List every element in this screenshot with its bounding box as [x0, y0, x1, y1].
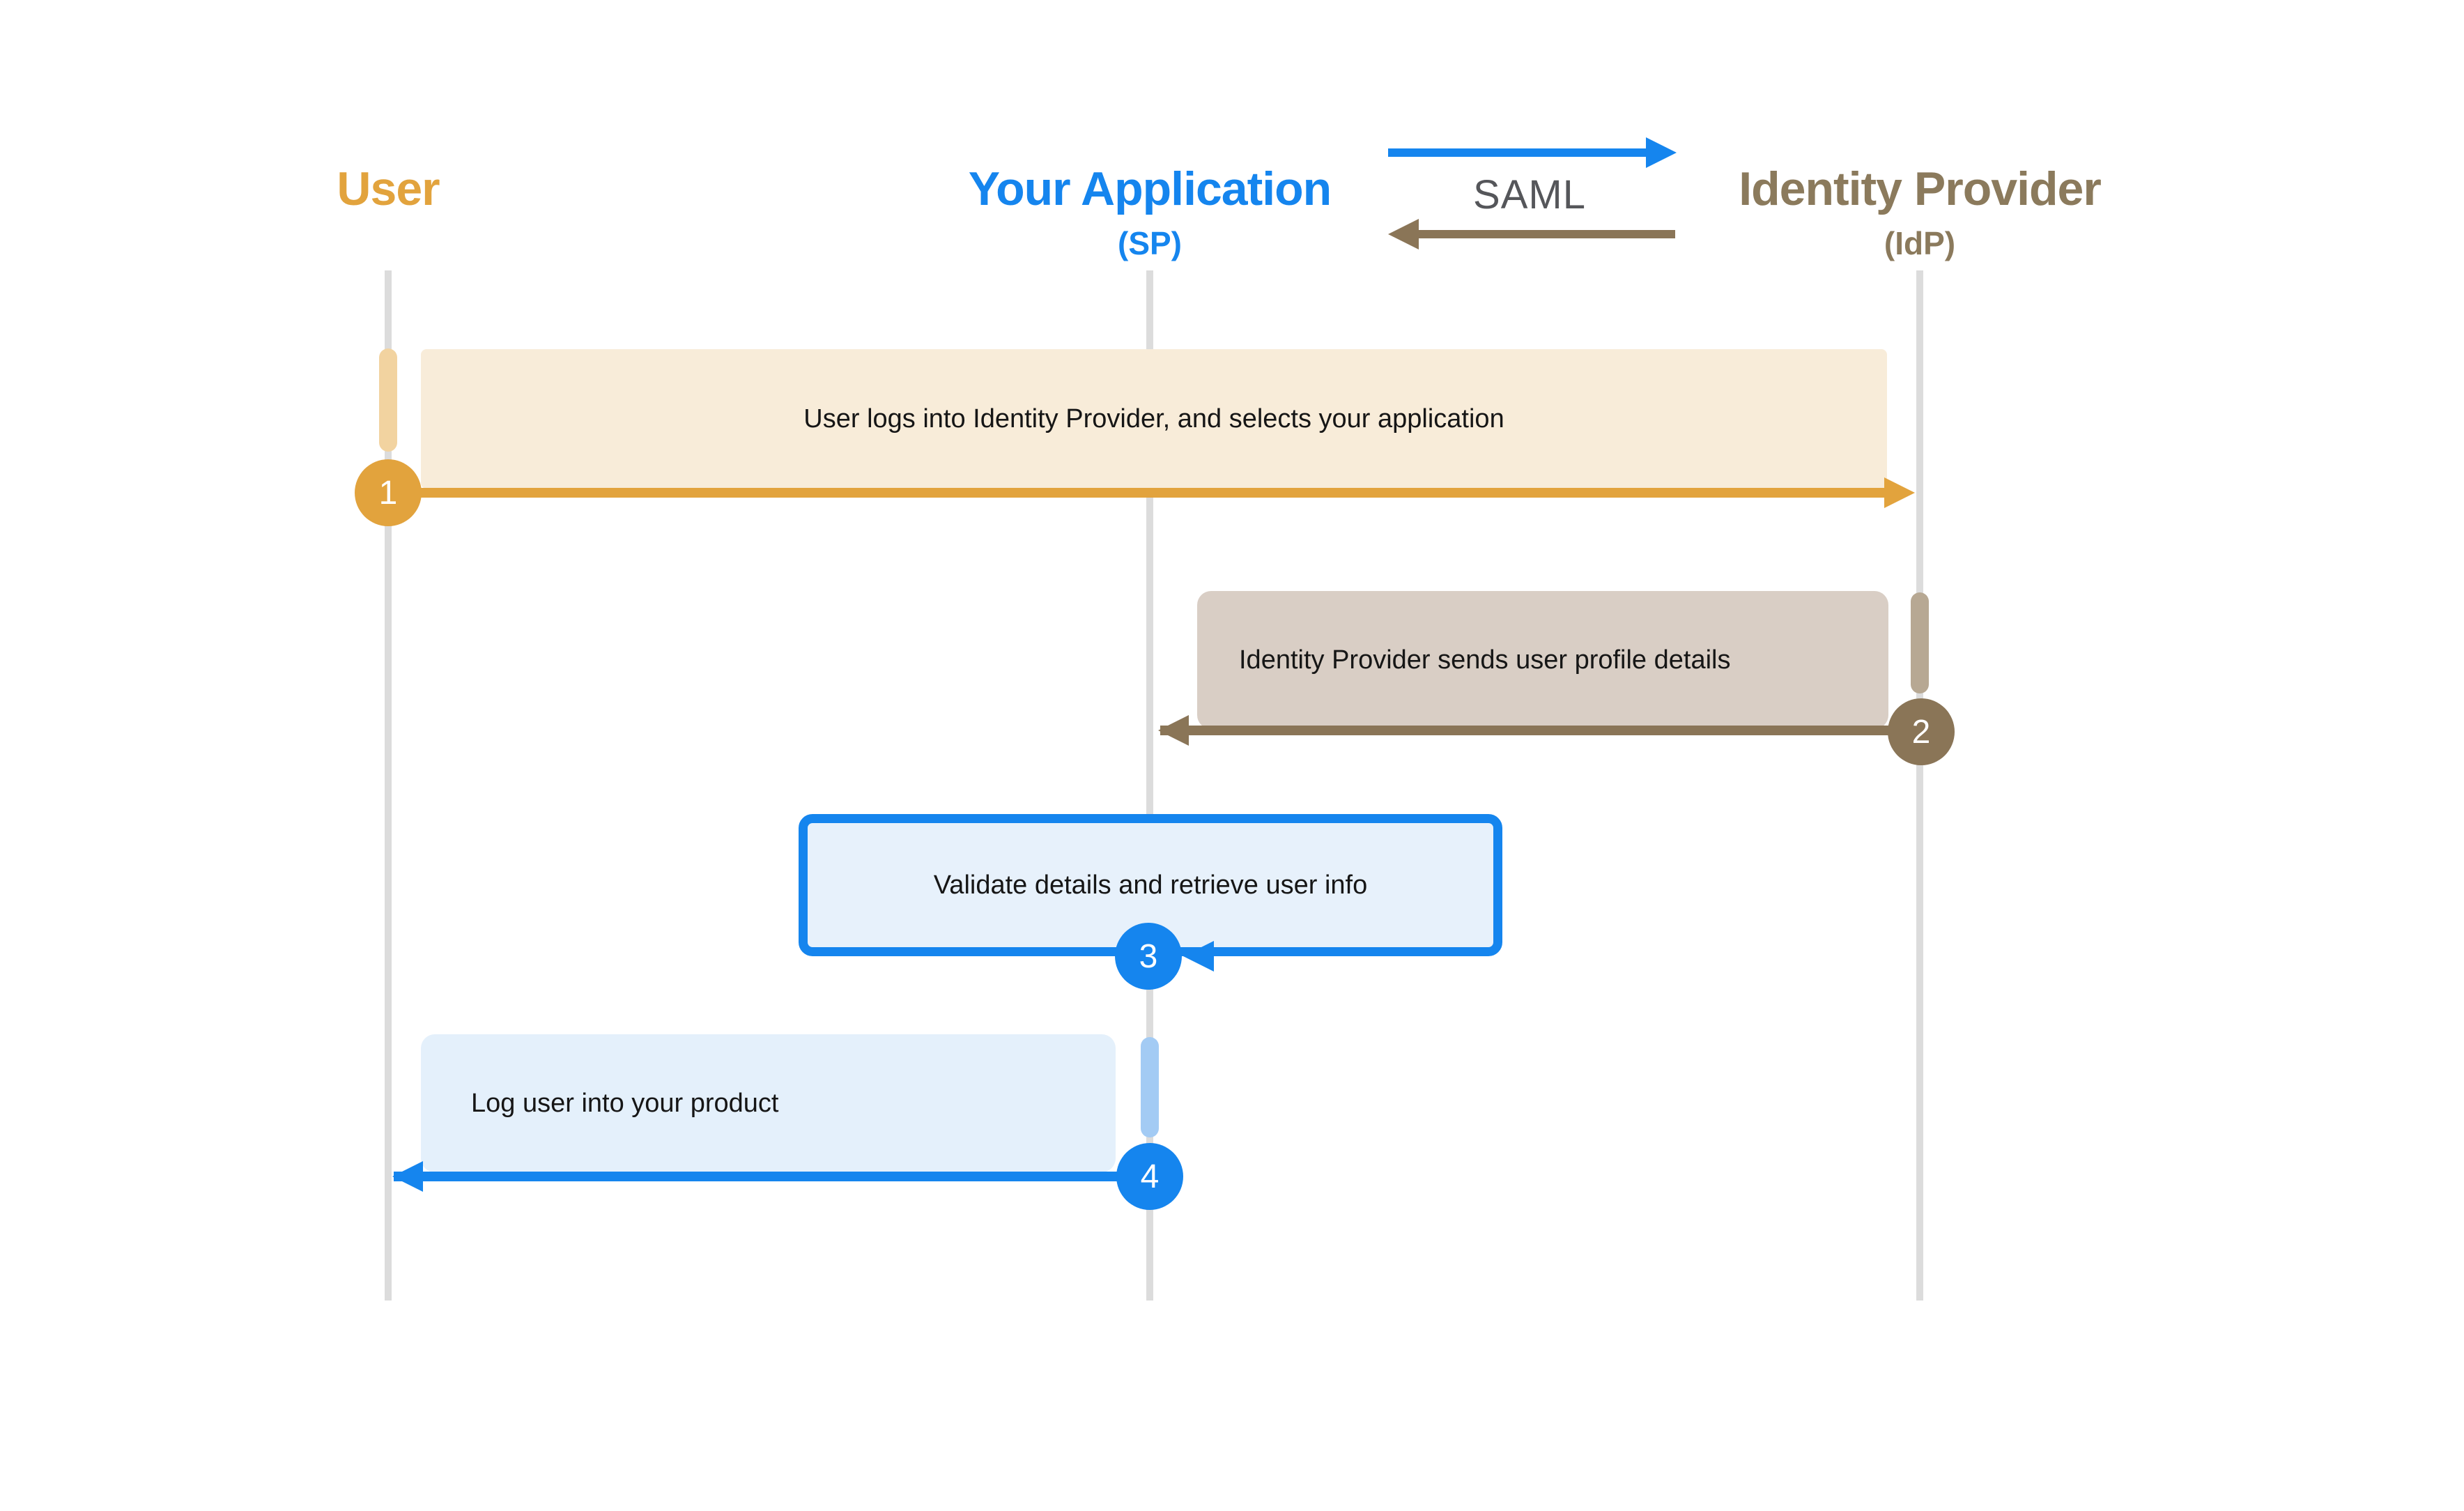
arrowhead-left-step-2-icon: [1158, 715, 1189, 746]
saml-label: SAML: [1473, 172, 1586, 217]
arrow-line-step-2: [1160, 726, 1920, 735]
step-number-3: 3: [1139, 937, 1158, 975]
arrow-line-step-4: [394, 1172, 1150, 1181]
activation-bar-your-application: [1141, 1037, 1159, 1137]
message-text-step-2: Identity Provider sends user profile det…: [1239, 645, 1731, 675]
arrow-line-step-1: [388, 488, 1886, 498]
message-text-step-3: Validate details and retrieve user info: [933, 870, 1368, 900]
message-box-step-1: User logs into Identity Provider, and se…: [421, 349, 1887, 489]
message-text-step-1: User logs into Identity Provider, and se…: [803, 404, 1504, 434]
step-number-1: 1: [378, 474, 398, 512]
message-box-step-4: Log user into your product: [421, 1034, 1116, 1172]
saml-right-arrowhead-icon: [1646, 137, 1677, 168]
message-box-step-2: Identity Provider sends user profile det…: [1197, 591, 1888, 729]
activation-bar-user: [379, 348, 397, 452]
arrowhead-left-step-3-icon: [1183, 941, 1214, 972]
arrowhead-left-step-4-icon: [392, 1161, 423, 1192]
step-circle-3: 3: [1115, 923, 1182, 990]
step-circle-1: 1: [355, 459, 422, 526]
arrowhead-right-step-1-icon: [1884, 477, 1915, 508]
actor-title-user: User: [337, 162, 440, 215]
message-text-step-4: Log user into your product: [471, 1088, 779, 1118]
actor-title-your-application: Your Application: [968, 162, 1332, 215]
actor-title-identity-provider: Identity Provider: [1739, 162, 2102, 215]
step-number-4: 4: [1140, 1158, 1160, 1195]
saml-right-arrow-line: [1388, 148, 1647, 157]
lifeline-your-application: [1146, 270, 1153, 1301]
lifeline-user: [385, 270, 392, 1301]
step-circle-4: 4: [1116, 1143, 1183, 1210]
actor-subtitle-idp: (IdP): [1884, 225, 1956, 261]
saml-left-arrowhead-icon: [1388, 219, 1419, 250]
lifeline-identity-provider: [1916, 270, 1923, 1301]
saml-left-arrow-line: [1417, 230, 1675, 238]
step-circle-2: 2: [1888, 698, 1955, 765]
activation-bar-identity-provider: [1911, 592, 1929, 693]
actor-subtitle-sp: (SP): [1118, 225, 1182, 261]
step-number-2: 2: [1911, 713, 1931, 751]
